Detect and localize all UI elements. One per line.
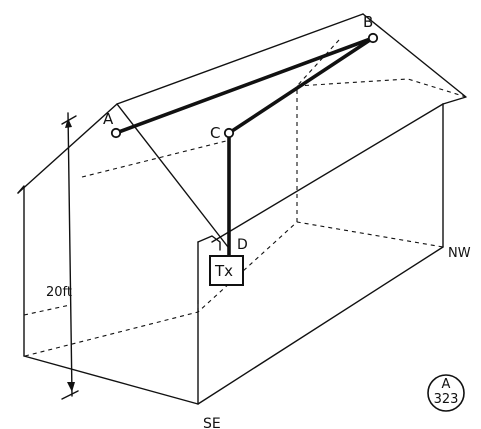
stamp-line-1: A <box>442 377 451 392</box>
insulator-b <box>367 32 379 44</box>
dimension-line <box>67 112 73 397</box>
left-wall-edge <box>17 185 25 357</box>
antenna-wires <box>110 32 379 258</box>
dimension-top-tick <box>61 115 77 125</box>
house-outline <box>17 13 467 405</box>
dimension-bottom-tick <box>61 390 79 400</box>
insulator-a <box>110 127 122 139</box>
front-floor-edge <box>23 355 199 405</box>
wire-b-c <box>227 36 375 135</box>
gutter-detail <box>197 235 221 251</box>
label-d: D <box>237 237 248 253</box>
label-nw: NW <box>448 246 471 261</box>
transmitter-box <box>209 255 244 286</box>
dimension-top-arrow <box>65 118 72 128</box>
label-c: C <box>210 124 220 142</box>
hidden-rear-gable <box>296 78 467 98</box>
transmitter-label: Tx <box>214 262 233 280</box>
height-dimension <box>61 112 79 400</box>
hidden-dimension-tick <box>23 304 71 316</box>
insulator-c <box>223 127 235 139</box>
dimension-bottom-arrow <box>67 382 75 392</box>
transmitter: Tx <box>209 255 244 286</box>
label-height: 20ft <box>46 285 72 300</box>
label-a: A <box>103 110 114 128</box>
label-se: SE <box>203 416 221 429</box>
long-floor-edge <box>197 246 444 405</box>
roof-ridge <box>116 13 364 105</box>
wire-a-b <box>114 36 375 135</box>
hidden-ridge-drop <box>296 39 340 87</box>
stamp-circle <box>427 374 465 412</box>
figure-stamp: A 323 <box>427 374 465 412</box>
label-b: B <box>363 13 373 31</box>
rear-roof-edge <box>362 13 467 105</box>
hidden-edges <box>23 39 467 357</box>
eave-line <box>211 103 444 243</box>
stamp-line-2: 323 <box>434 392 459 407</box>
hidden-eave-link <box>81 139 231 178</box>
front-gable <box>17 103 229 248</box>
hidden-floor-edges <box>24 221 444 357</box>
